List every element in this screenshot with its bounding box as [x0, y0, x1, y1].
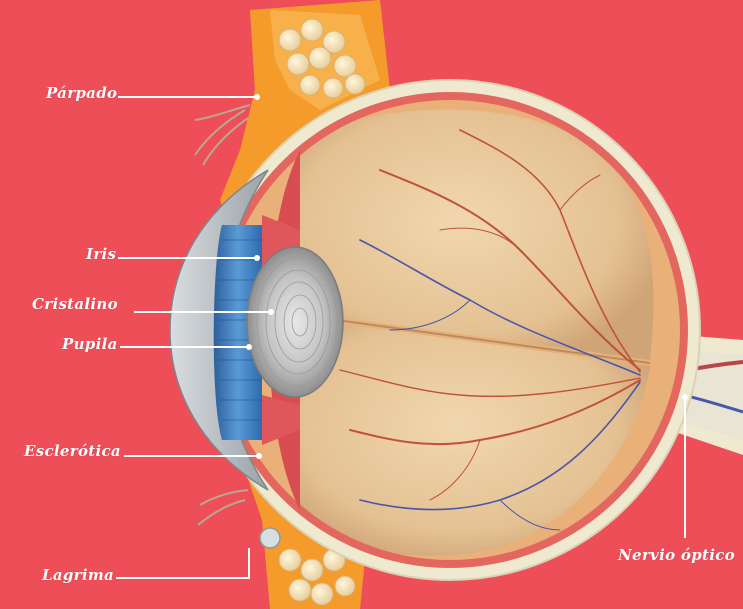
pointer-dot-nervio-optico — [682, 394, 688, 400]
label-iris: Iris — [86, 245, 116, 263]
label-nervio-optico: Nervio óptico — [618, 546, 735, 564]
label-pupila: Pupila — [62, 335, 118, 353]
pointer-dot-iris — [254, 255, 260, 261]
label-cristalino: Cristalino — [32, 295, 118, 313]
label-lagrima: Lagrima — [42, 566, 114, 584]
label-parpado: Párpado — [46, 84, 117, 102]
pointer-dot-esclerotica — [256, 453, 262, 459]
crystalline-lens-shape — [247, 247, 343, 397]
leader-line-parpado — [118, 96, 256, 98]
leader-line-lagrima — [116, 577, 248, 579]
leader-line-pupila — [120, 346, 248, 348]
leader-line-esclerotica — [124, 455, 258, 457]
leader-line-nervio-optico — [684, 398, 686, 538]
label-esclerotica: Esclerótica — [24, 442, 121, 460]
leader-line-cristalino — [134, 311, 270, 313]
leader-line-iris — [118, 257, 256, 259]
pointer-dot-parpado — [254, 94, 260, 100]
leader-line-lagrima-vertical — [248, 548, 250, 579]
pointer-dot-cristalino — [268, 309, 274, 315]
pointer-dot-pupila — [246, 344, 252, 350]
